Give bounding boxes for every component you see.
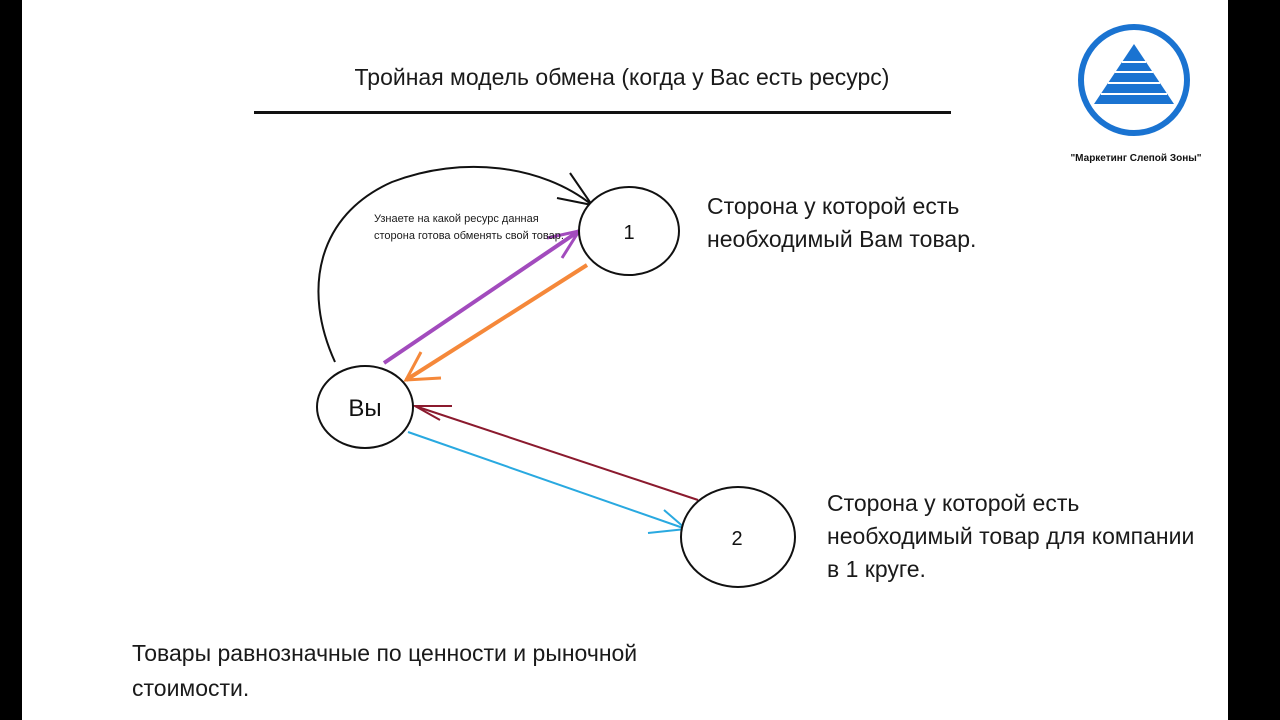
slide-title: Тройная модель обмена (когда у Вас есть … bbox=[354, 64, 890, 90]
logo-caption: "Маркетинг Слепой Зоны" bbox=[1070, 153, 1202, 164]
arrow-you-to-party1 bbox=[382, 228, 583, 365]
loop-arrow bbox=[317, 165, 595, 363]
node-you: Вы bbox=[316, 365, 414, 449]
slide: Тройная модель обмена (когда у Вас есть … bbox=[22, 0, 1228, 720]
party1-description: Сторона у которой есть необходимый Вам т… bbox=[707, 193, 977, 252]
node-you-label: Вы bbox=[348, 395, 381, 422]
arrow-party1-to-you bbox=[403, 263, 589, 382]
arrow-party2-to-you bbox=[411, 405, 699, 501]
node-party2-label: 2 bbox=[731, 528, 742, 550]
node-party2: 2 bbox=[680, 486, 796, 588]
exchange-diagram: Вы 1 2 bbox=[316, 24, 1190, 588]
pyramid-logo-icon bbox=[1078, 24, 1190, 136]
bottom-note: Товары равнозначные по ценности и рыночн… bbox=[132, 640, 638, 701]
loop-note: Узнаете на какой ресурс данная сторона г… bbox=[374, 213, 564, 242]
title-underline bbox=[254, 111, 951, 114]
party2-description: Сторона у которой есть необходимый товар… bbox=[827, 490, 1195, 582]
node-party1-label: 1 bbox=[623, 222, 634, 244]
node-party1: 1 bbox=[578, 186, 680, 276]
